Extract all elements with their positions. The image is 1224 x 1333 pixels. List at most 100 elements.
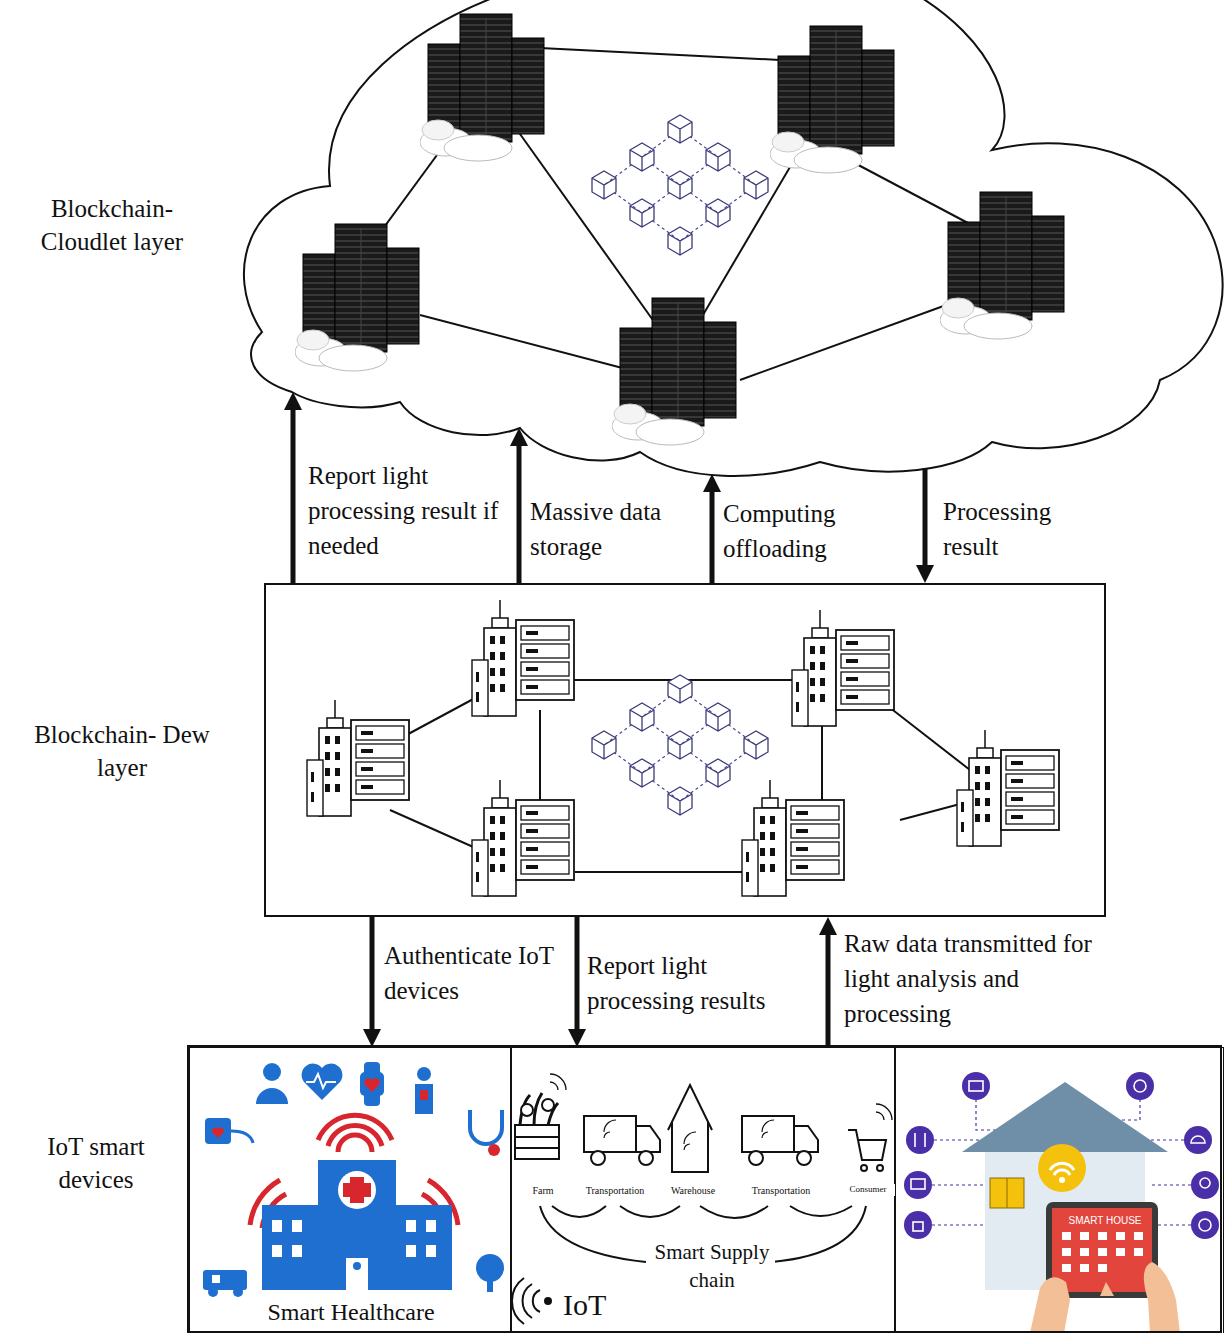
- arrow-connector: [826, 933, 831, 1047]
- smart-house-illustration: [1062, 1248, 1071, 1256]
- arrow-label: Processing result: [943, 494, 1093, 564]
- supply-chain-illustration: [545, 1298, 551, 1304]
- healthcare-illustration: [262, 1205, 318, 1290]
- smart-house-illustration: [1100, 1282, 1114, 1296]
- healthcare-illustration: [488, 1144, 500, 1156]
- smart-house-illustration: [1191, 1136, 1205, 1143]
- stage-label: Farm: [518, 1184, 568, 1197]
- supply-chain-illustration: [542, 1099, 554, 1111]
- smart-house-illustration: [1134, 1232, 1143, 1240]
- smart-house-illustration: [1098, 1264, 1107, 1272]
- healthcare-illustration: [208, 1287, 218, 1297]
- healthcare-illustration: [396, 1205, 452, 1290]
- supply-chain-illustration: [861, 1165, 867, 1171]
- smart-house-illustration: [1062, 1232, 1143, 1272]
- healthcare-illustration: [338, 1171, 376, 1209]
- cloud-servers: [770, 26, 894, 173]
- arrow-label: Massive data storage: [530, 494, 680, 564]
- dew-links: [390, 810, 480, 850]
- smart-house-illustration: [1144, 1262, 1180, 1333]
- server-links: [420, 315, 630, 370]
- stage-label: Warehouse: [661, 1184, 725, 1197]
- healthcare-illustration: [292, 1245, 302, 1257]
- arrowhead: [703, 474, 721, 492]
- dew-nodes: [472, 600, 574, 716]
- healthcare-illustration: [470, 1110, 502, 1144]
- smart-house-illustration: [1116, 1232, 1125, 1240]
- healthcare-illustration: [306, 1074, 336, 1088]
- smart-house-illustration: [1126, 1072, 1154, 1100]
- healthcare-illustration: [292, 1220, 302, 1232]
- cloudlet-layer: Blockchain- Cloudlet layer: [240, 0, 1224, 480]
- smart-house-illustration: [990, 1178, 1024, 1208]
- supply-chain-illustration: [668, 1085, 712, 1172]
- supply-chain-illustration: [540, 1206, 646, 1262]
- server-links: [740, 300, 960, 380]
- healthcare-illustration: [205, 1118, 231, 1144]
- supply-chain-illustration: [877, 1165, 883, 1171]
- dew-links: [821, 720, 823, 800]
- smart-house-illustration: [1200, 1178, 1210, 1188]
- healthcare-illustration: [353, 1262, 361, 1270]
- dew-nodes: [307, 600, 1059, 896]
- iot-devices-band: IoT smart devicesSmart HealthcareFarmTra…: [187, 1045, 1222, 1333]
- layer-label: Blockchain- Cloudlet layer: [22, 192, 202, 258]
- dew-nodes: [742, 780, 844, 896]
- smart-house-illustration: [962, 1072, 990, 1100]
- healthcare-illustration: [415, 1084, 433, 1114]
- arrowhead: [284, 392, 302, 410]
- cloud-outline: [244, 0, 1223, 476]
- cloud-servers: [940, 192, 1064, 339]
- healthcare-illustration: [272, 1245, 282, 1257]
- smart-house-illustration: [904, 1072, 1219, 1239]
- arrow-label: Report light processing result if needed: [308, 458, 504, 563]
- supply-chain-illustration: [550, 1074, 566, 1090]
- layer-label: Blockchain- Dew layer: [22, 718, 222, 784]
- cloud-outline: [244, 0, 1223, 476]
- smart-house-illustration: [969, 1081, 983, 1091]
- healthcare-illustration: [364, 1062, 380, 1106]
- healthcare-illustration: [406, 1245, 416, 1257]
- smart-house-illustration: [1059, 1177, 1065, 1183]
- smart-house-illustration: [934, 1139, 985, 1140]
- healthcare-illustration: [318, 1160, 396, 1290]
- stage-label: Transportation: [576, 1184, 654, 1197]
- smart-house-illustration: [904, 1072, 1219, 1333]
- truck-icon: [742, 1116, 818, 1165]
- healthcare-illustration: [263, 1063, 281, 1081]
- healthcare-panel: Smart Healthcare: [189, 1047, 511, 1333]
- cloud-servers: [612, 298, 736, 445]
- supply-chain-illustration: [512, 1074, 892, 1324]
- panel-title: Smart Healthcare: [243, 1297, 459, 1329]
- supply-chain-illustration: [515, 1125, 559, 1159]
- healthcare-illustration: [272, 1220, 282, 1232]
- supply-chain-illustration: [848, 1130, 886, 1160]
- smart-house-illustration: [1038, 1144, 1086, 1192]
- smart-house-illustration: [1080, 1264, 1089, 1272]
- arrow-label: Computing offloading: [723, 496, 873, 566]
- supply-chain-illustration: [515, 1136, 559, 1138]
- healthcare-illustration: [360, 1072, 384, 1096]
- arrowhead: [819, 917, 837, 935]
- supply-chain-illustration: [876, 1104, 892, 1120]
- smart-house-illustration: [1191, 1211, 1219, 1239]
- server-links: [540, 48, 780, 60]
- healthcare-illustration: [364, 1078, 380, 1092]
- supply-chain-panel: FarmTransportationWarehouseTransportatio…: [511, 1047, 895, 1333]
- healthcare-illustration: [426, 1220, 436, 1232]
- smart-house-illustration: [1030, 1277, 1070, 1333]
- cloud-servers: [295, 14, 1064, 445]
- dew-nodes: [307, 700, 409, 816]
- tablet-label: SMART HOUSE: [1056, 1214, 1154, 1227]
- supply-chain-illustration: [772, 1206, 866, 1262]
- smart-house-illustration: [1080, 1248, 1089, 1256]
- healthcare-illustration: [233, 1287, 243, 1297]
- dew-nodes: [957, 730, 1059, 846]
- arrow-connector: [370, 917, 375, 1031]
- healthcare-illustration: [272, 1220, 436, 1290]
- healthcare-illustration: [406, 1220, 416, 1232]
- arrow-label: Raw data transmitted for light analysis …: [844, 926, 1106, 1031]
- smart-house-illustration: [1007, 1178, 1008, 1208]
